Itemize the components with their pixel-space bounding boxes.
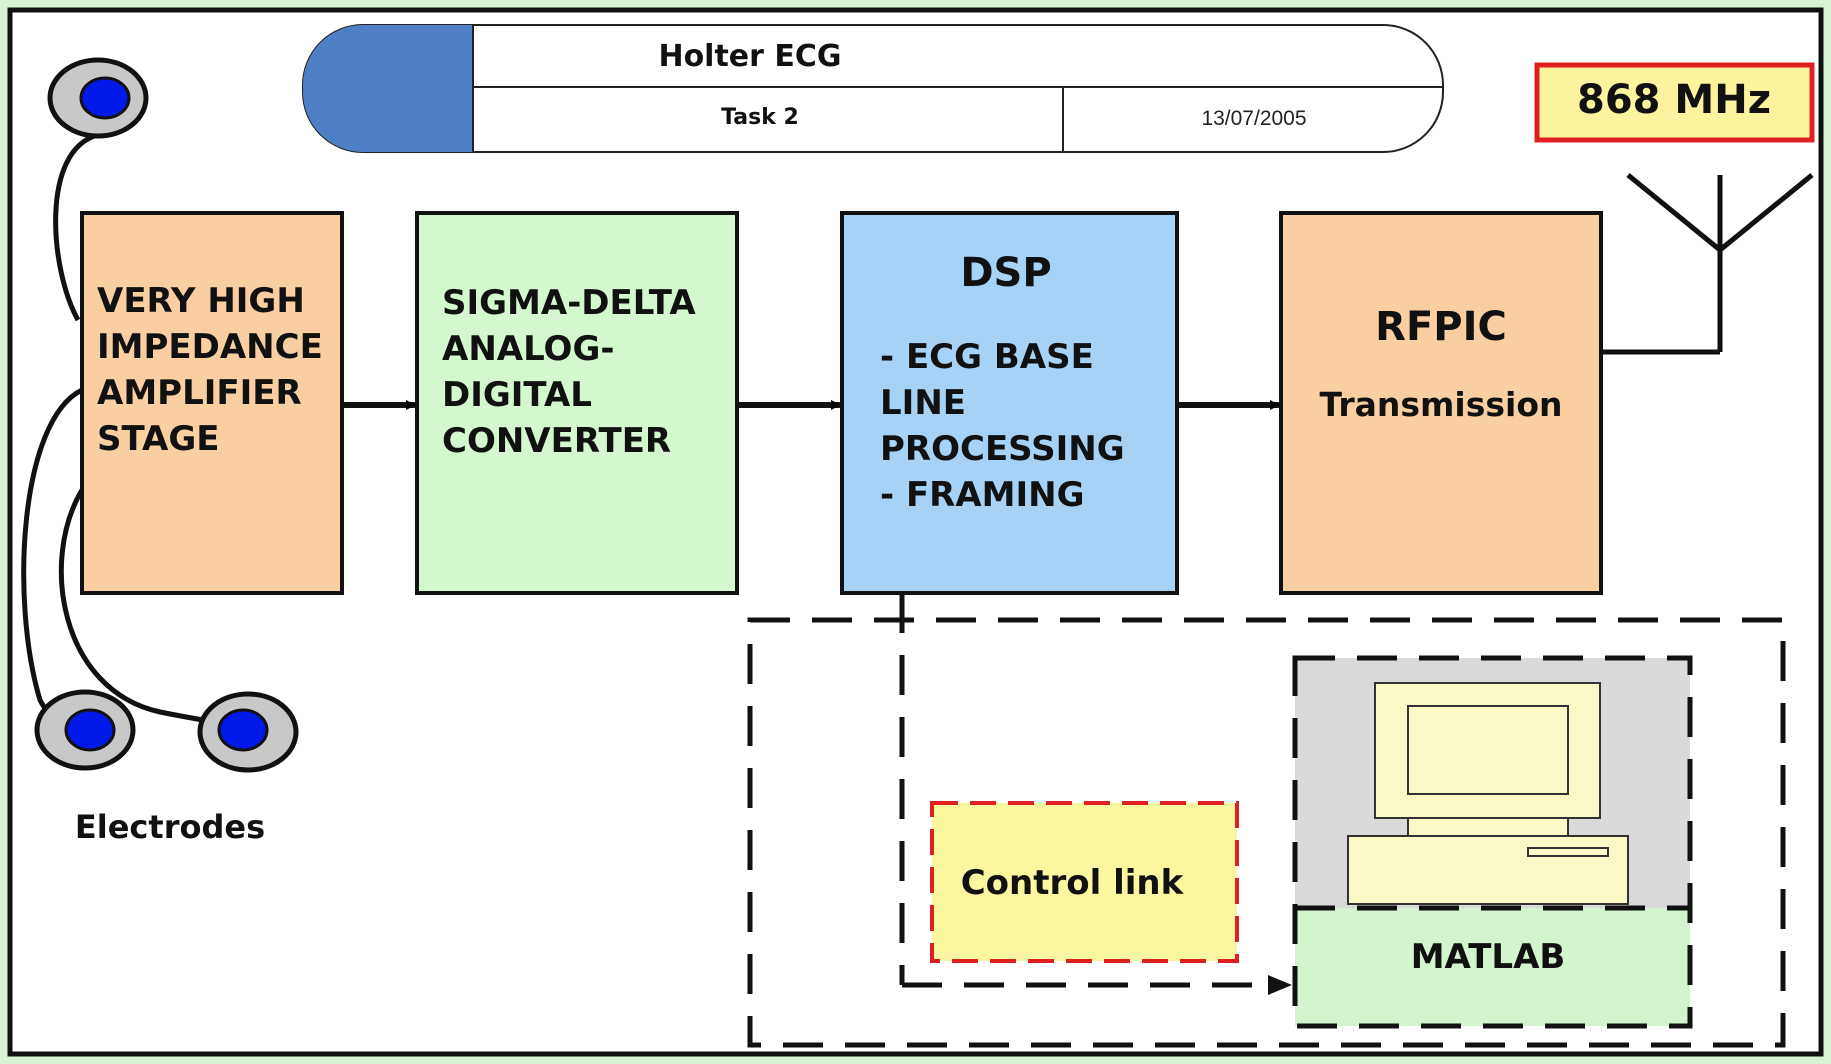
adc-line-4: CONVERTER (442, 421, 671, 461)
rfpic-block: RFPIC Transmission (1279, 211, 1603, 595)
amplifier-line-3: AMPLIFIER (97, 373, 302, 413)
amplifier-line-2: IMPEDANCE (97, 327, 323, 367)
header-box: Holter ECG Task 2 13/07/2005 (302, 24, 1444, 153)
adc-block: SIGMA-DELTA ANALOG- DIGITAL CONVERTER (415, 211, 739, 595)
adc-line-3: DIGITAL (442, 375, 592, 415)
dashed-region-outer (747, 617, 1786, 1048)
antenna-icon (1601, 173, 1814, 355)
electrode-icon-bottom-left (34, 689, 136, 771)
adc-line-2: ANALOG- (442, 329, 614, 369)
dsp-line-1: - ECG BASE (880, 337, 1094, 377)
dsp-line-3: PROCESSING (880, 429, 1125, 469)
frequency-label: 868 MHz (1534, 62, 1815, 143)
matlab-box (1295, 908, 1690, 1026)
electrode-icon-top (47, 57, 149, 139)
header-task: Task 2 (721, 105, 799, 130)
dsp-title: DSP (960, 250, 1051, 296)
computer-icon (1347, 682, 1629, 905)
frequency-box (1534, 62, 1815, 143)
adc-line-1: SIGMA-DELTA (442, 283, 696, 323)
amplifier-line-4: STAGE (97, 419, 220, 459)
dsp-line-4: - FRAMING (880, 475, 1085, 515)
electrodes-label: Electrodes (75, 808, 265, 846)
matlab-label: MATLAB (1411, 937, 1566, 977)
amplifier-line-1: VERY HIGH (97, 281, 305, 321)
control-link-path (899, 593, 1292, 995)
svg-text:SIGMA-DELTA ANALOG-: SIGMA-DELTA ANALOG- DIGITAL CONVERTER (442, 283, 708, 461)
frequency-text: 868 MHz (1577, 77, 1771, 123)
header-accent (303, 25, 473, 152)
amplifier-block: VERY HIGH IMPEDANCE AMPLIFIER STAGE (80, 211, 344, 595)
control-link-label: Control link (961, 863, 1185, 903)
control-link-box: Control link (930, 801, 1239, 963)
computer-area: MATLAB (1292, 655, 1693, 1029)
dsp-line-2: LINE (880, 383, 966, 423)
header-title: Holter ECG (658, 39, 841, 74)
header-date: 13/07/2005 (1201, 107, 1306, 130)
svg-text:VERY HIGH IMPEDANCE: VERY HIGH IMPEDANCE AMPLIFIER STAGE (97, 281, 335, 459)
rfpic-title: RFPIC (1375, 304, 1507, 350)
svg-text:- ECG BASE LINE PR: - ECG BASE LINE PROCESSING - FRAMING (880, 337, 1136, 515)
dashed-region-inner (1292, 655, 1693, 1029)
rfpic-subtitle: Transmission (1319, 385, 1562, 424)
electrode-icon-bottom-right (197, 691, 299, 773)
dsp-block: DSP - ECG BASE LINE PROCESSING - FRAMING (840, 211, 1179, 595)
